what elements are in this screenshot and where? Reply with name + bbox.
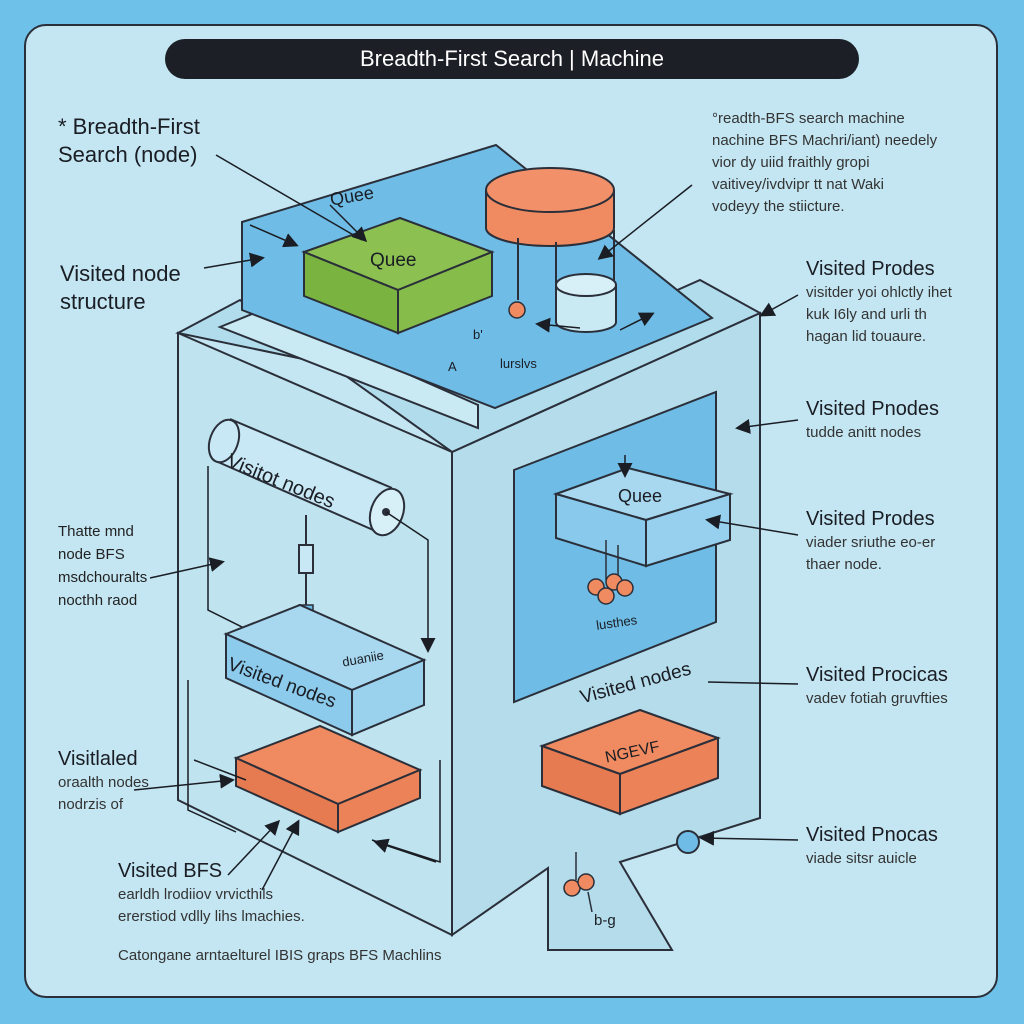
top-small-b: b'	[473, 327, 483, 342]
resistor-1	[298, 544, 314, 574]
label-visited-structure: Visited node structure	[60, 261, 181, 314]
label-top-note: °readth-BFS search machine nachine BFS M…	[712, 110, 938, 215]
label-item1-sub: visitder yoi ohlctly ihet kuk I6ly and u…	[806, 284, 952, 345]
top-slot	[217, 308, 479, 430]
label-item2-sub: tudde anitt nodes	[806, 424, 922, 441]
top-small-a: A	[448, 359, 457, 374]
label-visitaled-head: Visitlaled	[58, 748, 138, 770]
top-small-word: lurslvs	[500, 356, 537, 371]
label-item4-head: Visited Procicas	[806, 664, 948, 686]
page-title: Breadth-First Search | Machine	[165, 39, 859, 79]
label-item1-head: Visited Prodes	[806, 258, 935, 280]
label-visited-bfs-sub: earldh lrodiiov vrvicthils ererstiod vdl…	[118, 886, 305, 925]
visited-nodes-box-side	[351, 658, 425, 737]
right-queue-label: Quee	[618, 486, 663, 506]
footer-caption: Catongane arntaelturel IBIS graps BFS Ma…	[118, 947, 442, 964]
green-queue-label: Quee	[370, 250, 417, 271]
label-visited-bfs-head: Visited BFS	[118, 860, 223, 882]
orange-box-left-side	[337, 768, 421, 834]
label-item3-sub: viader sriuthe eo-er thaer node.	[806, 534, 936, 573]
label-item2-head: Visited Pnodes	[806, 398, 940, 420]
node-dot-r4	[616, 579, 634, 597]
label-item3-head: Visited Prodes	[806, 508, 935, 530]
green-queue-box-side	[397, 250, 493, 335]
node-dot-b2	[577, 873, 595, 891]
small-cylinder-top	[555, 273, 617, 297]
label-item4-sub: vadev fotiah gruvfties	[806, 690, 948, 707]
node-dot-r3	[597, 587, 615, 605]
output-node-dot	[676, 830, 700, 854]
right-queue-box-side	[645, 492, 731, 568]
orange-cylinder-top	[485, 167, 615, 213]
visited-cylinder-body	[218, 420, 390, 535]
orange-box-right-side	[619, 736, 719, 816]
label-item5-head: Visited Pnocas	[806, 824, 938, 846]
label-bfs-node: * Breadth-First Search (node)	[58, 114, 200, 167]
label-side-note: Thatte mnd node BFS msdchouralts nocthh …	[58, 523, 148, 609]
label-visitaled-sub: oraalth nodes nodrzis of	[58, 774, 149, 813]
bottom-tag: b-g	[594, 912, 616, 929]
node-dot-top	[508, 301, 526, 319]
label-item5-sub: viade sitsr auicle	[806, 850, 917, 867]
